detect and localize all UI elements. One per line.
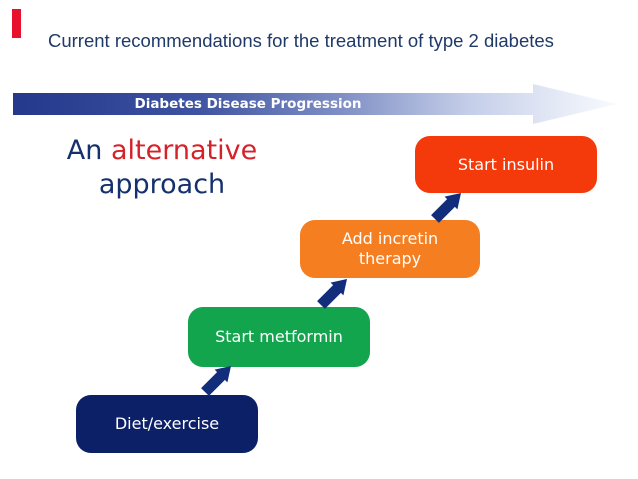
step-label: Add incretin therapy [341,229,439,268]
up-right-arrow-icon [201,366,231,396]
accent-bar [12,9,21,38]
step-box-add-incretin-therapy: Add incretin therapy [300,220,480,278]
step-box-start-insulin: Start insulin [415,136,597,193]
slide-title: Current recommendations for the treatmen… [48,30,554,51]
step-box-diet-exercise: Diet/exercise [76,395,258,453]
step-label: Start metformin [215,327,343,346]
heading-prefix: An [66,135,103,166]
alternative-approach-heading: An alternative approach [52,134,272,202]
step-label: Diet/exercise [114,414,220,433]
heading-line2: approach [98,169,226,200]
up-right-arrow-icon [431,193,461,223]
heading-highlight: alternative [110,135,258,166]
step-box-start-metformin: Start metformin [188,307,370,367]
progression-banner: Diabetes Disease Progression [13,84,617,124]
up-right-arrow-icon [317,279,347,309]
progression-banner-label: Diabetes Disease Progression [134,96,362,112]
step-label: Start insulin [457,154,555,174]
